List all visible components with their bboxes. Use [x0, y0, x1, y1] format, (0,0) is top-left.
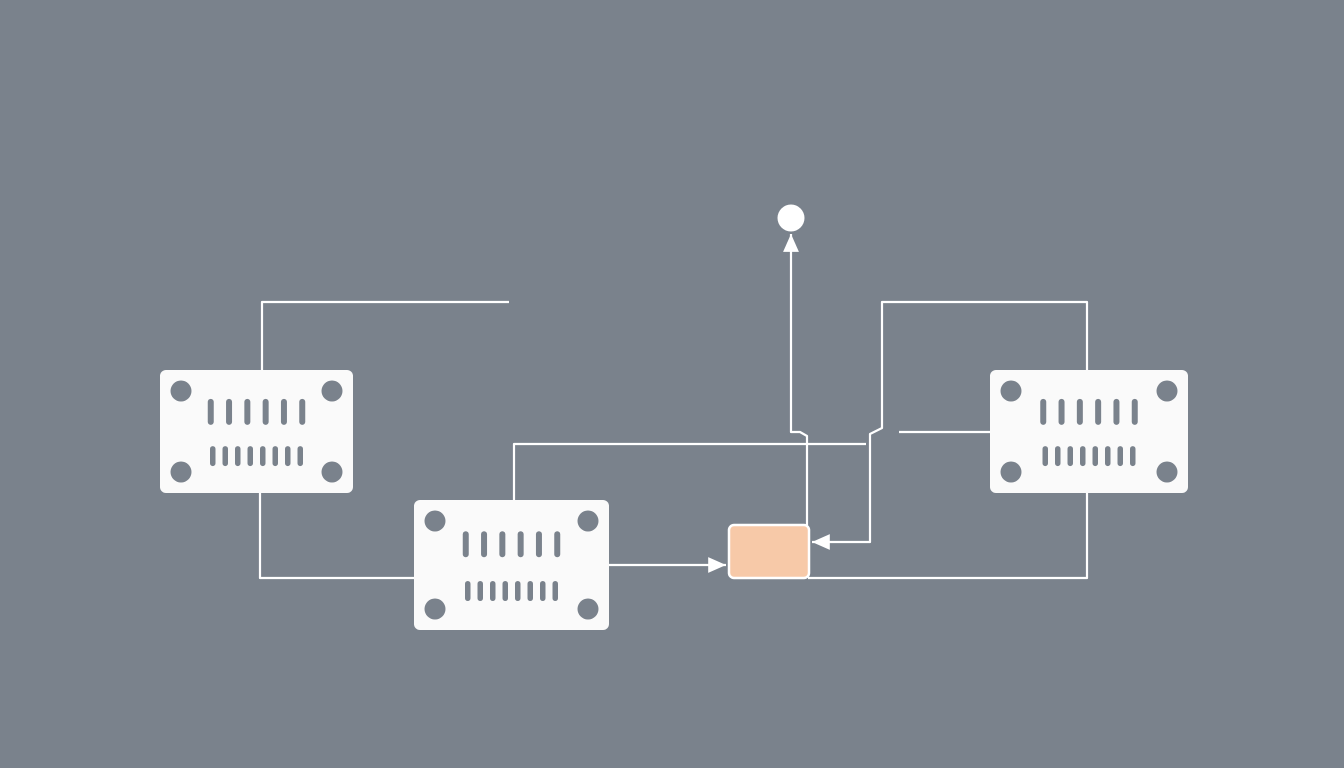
circle-terminal-icon[interactable]: [777, 204, 805, 232]
pin-top: [554, 531, 561, 558]
pin-top: [244, 398, 251, 425]
module-right[interactable]: [990, 370, 1188, 493]
pin-bottom: [260, 446, 266, 467]
connector-block-to-endpoint: [783, 234, 809, 525]
pin-bottom: [247, 446, 253, 467]
pin-bottom: [515, 581, 521, 601]
connector-left-to-center: [258, 492, 415, 580]
pin-top: [262, 398, 269, 425]
mounting-hole-icon: [1000, 380, 1022, 402]
pin-bottom: [222, 446, 228, 467]
pin-top: [226, 398, 233, 425]
pin-top: [1095, 398, 1102, 425]
connector-right-to-block-bottom: [808, 492, 1089, 580]
connector-left-top: [260, 300, 509, 370]
pin-bottom: [285, 446, 291, 467]
mounting-hole-icon: [577, 510, 599, 532]
pin-bottom: [1055, 446, 1061, 467]
pin-top: [462, 531, 469, 558]
pin-top: [1113, 398, 1120, 425]
connectors: [258, 234, 1089, 580]
connector-right-to-block: [812, 300, 1089, 550]
pin-bottom: [540, 581, 546, 601]
mounting-hole-icon: [321, 461, 343, 483]
mounting-hole-icon: [1156, 380, 1178, 402]
pin-bottom: [297, 446, 303, 467]
pin-bottom: [490, 581, 496, 601]
pin-top: [1040, 398, 1047, 425]
pin-bottom: [1105, 446, 1111, 467]
mounting-hole-icon: [424, 510, 446, 532]
pin-bottom: [502, 581, 508, 601]
pin-top: [481, 531, 488, 558]
pin-bottom: [465, 581, 471, 601]
pin-top: [207, 398, 214, 425]
pin-bottom: [235, 446, 241, 467]
pin-bottom: [210, 446, 216, 467]
pin-bottom: [1080, 446, 1086, 467]
connector-center-top: [512, 442, 866, 500]
pin-top: [1058, 398, 1065, 425]
mounting-hole-icon: [577, 598, 599, 620]
pin-top: [299, 398, 306, 425]
pin-top: [517, 531, 524, 558]
pin-bottom: [272, 446, 278, 467]
pin-top: [499, 531, 506, 558]
modules: [160, 370, 1188, 630]
pin-bottom: [1092, 446, 1098, 467]
pin-top: [1076, 398, 1083, 425]
pin-bottom: [527, 581, 533, 601]
module-left[interactable]: [160, 370, 353, 493]
pin-bottom: [477, 581, 483, 601]
pin-bottom: [1130, 446, 1136, 467]
pin-bottom: [1117, 446, 1123, 467]
chip-module-icon: [414, 500, 609, 630]
pin-bottom: [552, 581, 558, 601]
mounting-hole-icon: [170, 461, 192, 483]
mounting-hole-icon: [170, 380, 192, 402]
pin-top: [535, 531, 542, 558]
mounting-hole-icon: [1156, 461, 1178, 483]
highlight-block[interactable]: [727, 523, 811, 580]
mounting-hole-icon: [321, 380, 343, 402]
pin-top: [280, 398, 287, 425]
mounting-hole-icon: [424, 598, 446, 620]
module-center[interactable]: [414, 500, 609, 630]
pin-top: [1131, 398, 1138, 425]
chip-module-icon: [990, 370, 1188, 493]
pin-bottom: [1067, 446, 1073, 467]
mounting-hole-icon: [1000, 461, 1022, 483]
pin-bottom: [1042, 446, 1048, 467]
